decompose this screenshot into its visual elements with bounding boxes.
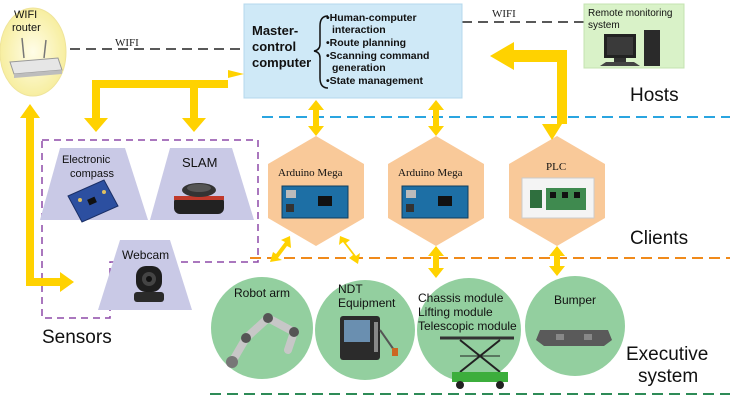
master-function-3a: •Scanning command: [326, 50, 429, 62]
arrowhead-up-router: [20, 104, 40, 118]
arrowhead-to-compass: [84, 118, 108, 132]
master-function-1a: •Human-computer: [326, 12, 417, 24]
arrow-bus-vertical-slam: [190, 88, 198, 118]
chassis-label-line1: Chassis module: [418, 291, 504, 305]
scissor-lift-icon: [440, 336, 514, 389]
arrow-arduino2-chassis: [428, 246, 444, 278]
plc-client: PLC: [509, 136, 605, 246]
ndt-label-line2: Equipment: [338, 296, 396, 310]
plc-board-icon: [521, 177, 595, 219]
arrow-sensors-to-master: [92, 70, 244, 118]
arrow-arduino1-robot-arm: [270, 236, 291, 262]
compass-board-icon: [67, 179, 119, 223]
router-icon: [9, 37, 63, 78]
arduino-board-icon: [281, 185, 349, 219]
remote-label-line2: system: [588, 20, 620, 31]
remote-label-line1: Remote monitoring: [588, 8, 672, 19]
compass-label-line2: compass: [70, 168, 115, 180]
master-title-line2: control: [252, 39, 296, 54]
chassis-lifting-telescopic-executive: Chassis module Lifting module Telescopic…: [417, 278, 521, 389]
master-title-line1: Master-: [252, 23, 298, 38]
wifi-label-right: WIFI: [492, 8, 516, 20]
lidar-icon: [174, 183, 224, 214]
executive-layer-label-line2: system: [638, 366, 698, 387]
executive-layer-label-line1: Executive: [626, 344, 708, 365]
ndt-device-icon: [340, 316, 398, 360]
ndt-label-line1: NDT: [338, 282, 363, 296]
sensors-layer-label: Sensors: [42, 327, 112, 348]
wifi-router-label-line2: router: [12, 22, 41, 34]
arrowhead-to-slam: [182, 118, 206, 132]
arduino-board-icon-2: [401, 185, 469, 219]
slam-label: SLAM: [182, 155, 217, 170]
arduino1-label: Arduino Mega: [278, 167, 343, 179]
electronic-compass-sensor: Electronic compass: [40, 148, 148, 223]
master-function-1b: interaction: [332, 24, 386, 36]
desktop-computer-icon: [600, 30, 660, 66]
hosts-layer-label: Hosts: [630, 85, 679, 106]
arduino-mega-client-2: Arduino Mega: [388, 136, 484, 246]
arrow-router-to-webcam: [26, 118, 74, 292]
arduino-mega-client-1: Arduino Mega: [268, 136, 364, 246]
curly-brace: [313, 15, 329, 89]
remote-monitoring-system: Remote monitoring system: [583, 3, 685, 69]
bumper-executive: Bumper: [525, 276, 625, 376]
arduino2-label: Arduino Mega: [398, 167, 463, 179]
bumper-icon: [536, 330, 612, 346]
chassis-label-line3: Telescopic module: [418, 319, 517, 333]
sensor-group-border: [41, 139, 259, 319]
arrow-arduino1-ndt: [339, 236, 360, 264]
robot-arm-icon: [226, 313, 299, 368]
arrow-plc-remote: [490, 42, 567, 140]
master-control-computer: Master- control computer •Human-computer…: [243, 3, 463, 99]
arrow-master-arduino2: [428, 100, 444, 136]
master-title-line3: computer: [252, 55, 311, 70]
robot-arm-label: Robot arm: [234, 286, 290, 300]
compass-label-line1: Electronic: [62, 154, 111, 166]
chassis-label-line2: Lifting module: [418, 305, 493, 319]
clients-layer-label: Clients: [630, 228, 688, 249]
yellow-flow-arrows: [20, 42, 567, 292]
slam-sensor: SLAM: [150, 148, 254, 220]
ndt-equipment-executive: NDT Equipment: [315, 280, 415, 380]
bumper-label: Bumper: [554, 293, 596, 307]
arrow-plc-bumper: [549, 246, 565, 276]
wifi-router-node: WIFI router: [0, 7, 67, 97]
arrow-master-arduino1: [308, 100, 324, 136]
wifi-router-label-line1: WIFI: [14, 9, 37, 21]
webcam-icon: [134, 266, 164, 302]
plc-label: PLC: [546, 161, 566, 173]
master-function-2: •Route planning: [326, 37, 406, 49]
master-function-4: •State management: [326, 75, 424, 87]
webcam-sensor: Webcam: [98, 240, 192, 310]
wifi-label-left: WIFI: [115, 37, 139, 49]
robot-arm-executive: Robot arm: [211, 277, 313, 379]
webcam-label: Webcam: [122, 248, 169, 262]
master-function-3b: generation: [332, 62, 386, 74]
